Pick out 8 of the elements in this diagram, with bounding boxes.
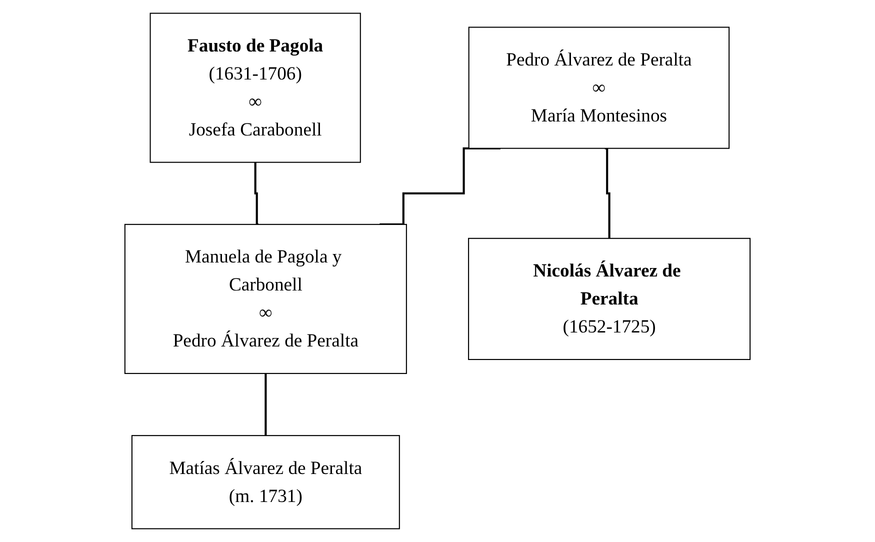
- node-box: Nicolás Álvarez de Peralta (1652-1725): [468, 238, 751, 360]
- node-box: Manuela de Pagola y Carbonell ∞ Pedro Álvarez de Peralta: [124, 224, 407, 374]
- connector: [264, 372, 267, 437]
- node-box: Pedro Álvarez de Peralta ∞ María Montesinos: [468, 26, 730, 149]
- connector: [604, 147, 610, 240]
- connector: [254, 161, 258, 226]
- node-box: Fausto de Pagola (1631-1706) ∞ Josefa Carabonell: [150, 12, 361, 163]
- node-box: Matías Álvarez de Peralta (m. 1731): [131, 435, 400, 530]
